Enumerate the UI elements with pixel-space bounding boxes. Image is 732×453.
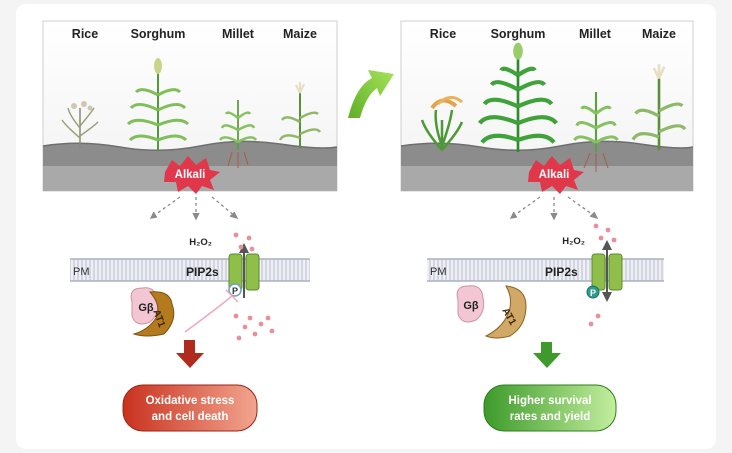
alkali-label: Alkali [175, 169, 206, 181]
left-gbeta-at1-complex: Gβ AT1 [130, 287, 175, 337]
left-outcome-box: Oxidative stress and cell death [122, 384, 258, 432]
left-plants [61, 56, 322, 168]
crop-label-sorghum: Sorghum [131, 27, 186, 41]
at1-protein-icon [132, 291, 175, 337]
gbeta-protein-icon-right [456, 285, 485, 323]
pip2s-label-right: PIP2s [545, 265, 578, 279]
right-plasma-membrane: PM PIP2s [427, 258, 664, 282]
left-h2o2-dots [233, 232, 275, 341]
h2o2-label: H₂O₂ [189, 237, 212, 248]
efflux-arrow-icon-right [602, 240, 612, 250]
gbeta-label-right: Gβ [463, 300, 479, 312]
crop-label-rice: Rice [72, 27, 98, 41]
left-outcome-line2: and cell death [152, 411, 229, 423]
right-outcome-arrow [533, 342, 561, 368]
pm-label-right: PM [430, 266, 447, 278]
sorghum-healthy-plant-icon [477, 42, 559, 152]
influx-arrow-icon-right [602, 292, 612, 302]
crop-label-maize: Maize [283, 27, 317, 41]
alkali-burst-icon-right [528, 156, 584, 194]
at1-protein-icon-right [484, 285, 527, 339]
right-outcome-line2: rates and yield [510, 411, 591, 423]
crop-label-millet: Millet [222, 27, 255, 41]
right-h2o2-dots [588, 223, 617, 327]
right-pip2-channel: P [586, 240, 623, 302]
phospho-label: P [232, 286, 238, 296]
left-crop-labels: Rice Sorghum Millet Maize [72, 27, 317, 41]
right-gbeta: Gβ [456, 285, 485, 323]
pip2s-label: PIP2s [186, 265, 219, 279]
alkali-burst-icon [164, 156, 220, 194]
gbeta-label: Gβ [138, 302, 154, 314]
crop-label-millet-right: Millet [579, 27, 612, 41]
left-alkali-badge: Alkali [164, 156, 220, 194]
phospho-site-icon-right [586, 285, 600, 299]
phospho-site-icon [228, 283, 242, 297]
right-outcome-line1: Higher survival [508, 395, 591, 407]
left-pip2-channel: P [228, 243, 260, 298]
alkali-label-right: Alkali [539, 169, 570, 181]
left-plasma-membrane: PM PIP2s [70, 258, 310, 282]
left-outcome-arrow [176, 340, 204, 368]
crop-label-maize-right: Maize [642, 27, 676, 41]
right-outcome-box: Higher survival rates and yield [483, 384, 617, 432]
efflux-arrow-icon [239, 243, 249, 253]
left-outcome-line1: Oxidative stress [146, 395, 235, 407]
right-plants [420, 42, 687, 172]
inhibition-line-icon [184, 295, 233, 333]
h2o2-label-right: H₂O₂ [562, 236, 585, 247]
transition-arrow-icon [348, 70, 394, 118]
right-at1: AT1 [484, 285, 527, 339]
right-crop-labels: Rice Sorghum Millet Maize [430, 27, 676, 41]
pm-label: PM [73, 266, 90, 278]
crop-label-sorghum-right: Sorghum [491, 27, 546, 41]
phospho-label-right: P [590, 288, 596, 298]
left-dashed-arrows [149, 196, 239, 221]
roots-icon-right [583, 152, 609, 172]
crop-label-rice-right: Rice [430, 27, 456, 41]
right-alkali-badge: Alkali [528, 156, 584, 194]
roots-icon [227, 151, 249, 168]
rice-healthy-plant-icon [420, 96, 464, 151]
right-dashed-arrows [509, 196, 599, 221]
